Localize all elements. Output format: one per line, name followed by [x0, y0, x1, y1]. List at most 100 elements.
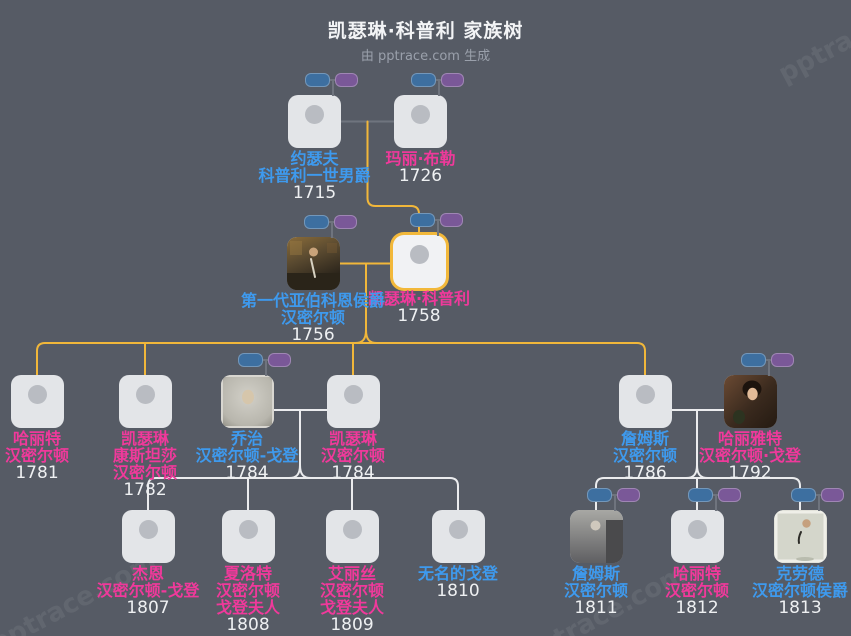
person-silhouette-avatar[interactable] [326, 375, 380, 428]
add-male-relative-button[interactable] [237, 353, 263, 367]
person-name: 詹姆斯汉密尔顿 [563, 564, 629, 600]
person-birth-year: 1758 [397, 306, 441, 326]
person-mary-buller: 玛丽·布勒 1726 [385, 73, 464, 186]
person-labels: 哈丽特汉密尔顿 1812 [665, 565, 729, 618]
person-labels: 夏洛特汉密尔顿戈登夫人 1808 [216, 565, 280, 635]
person-name: 约瑟夫科普利一世男爵 [258, 149, 371, 185]
add-female-relative-button[interactable] [616, 488, 640, 502]
person-catherine-copley: 凯瑟琳·科普利 1758 [368, 213, 470, 326]
person-silhouette-avatar[interactable] [431, 510, 485, 563]
add-relative-controls [687, 488, 741, 511]
person-jane-hamilton-gordon: 杰恩汉密尔顿-戈登 1807 [97, 510, 199, 618]
person-labels: 杰恩汉密尔顿-戈登 1807 [97, 565, 200, 618]
person-birth-year: 1813 [778, 598, 822, 618]
person-name: 哈丽雅特汉密尔顿·戈登 [698, 429, 802, 465]
person-name: 凯瑟琳汉密尔顿 [320, 429, 386, 465]
person-catherine-1784: 凯瑟琳汉密尔顿 1784 [321, 375, 385, 483]
person-birth-year: 1781 [15, 463, 59, 483]
person-portrait-hamilton-1756[interactable] [286, 237, 340, 290]
add-relative-controls [411, 73, 464, 96]
person-name: 哈丽特汉密尔顿 [664, 564, 730, 600]
person-birth-year: 1782 [123, 480, 167, 500]
person-name: 艾丽丝汉密尔顿戈登夫人 [319, 564, 385, 617]
person-birth-year: 1810 [436, 581, 480, 601]
add-female-relative-button[interactable] [717, 488, 741, 502]
add-relative-controls [303, 215, 357, 238]
person-labels: 第一代亚伯科恩侯爵汉密尔顿 1756 [241, 292, 385, 345]
add-male-relative-button[interactable] [303, 215, 329, 229]
person-portrait-claude[interactable] [773, 510, 827, 563]
person-silhouette-avatar[interactable] [670, 510, 724, 563]
pills-connector-line [764, 359, 773, 376]
person-birth-year: 1756 [291, 325, 335, 345]
add-female-relative-button[interactable] [770, 353, 794, 367]
add-female-relative-button[interactable] [333, 215, 357, 229]
add-relative-controls [305, 73, 358, 96]
page-title: 凯瑟琳·科普利 家族树 [327, 20, 524, 42]
add-female-relative-button[interactable] [441, 73, 464, 87]
add-male-relative-button[interactable] [790, 488, 816, 502]
person-alice: 艾丽丝汉密尔顿戈登夫人 1809 [320, 510, 384, 635]
person-joseph-copley: 约瑟夫科普利一世男爵 1715 [258, 73, 371, 203]
person-labels: 艾丽丝汉密尔顿戈登夫人 1809 [320, 565, 384, 635]
person-portrait-james-1811[interactable] [569, 510, 623, 563]
add-male-relative-button[interactable] [687, 488, 713, 502]
add-female-relative-button[interactable] [335, 73, 358, 87]
person-silhouette-avatar[interactable] [221, 510, 275, 563]
person-silhouette-avatar[interactable] [392, 235, 446, 288]
person-silhouette-avatar[interactable] [10, 375, 64, 428]
pills-connector-line [610, 494, 619, 511]
person-labels: 克劳德汉密尔顿侯爵 1813 [752, 565, 848, 618]
pills-connector-line [433, 219, 442, 236]
person-silhouette-avatar[interactable] [618, 375, 672, 428]
person-birth-year: 1784 [225, 463, 269, 483]
add-relative-controls [790, 488, 844, 511]
person-portrait-george-hamilton-gordon[interactable] [220, 375, 274, 428]
add-female-relative-button[interactable] [267, 353, 291, 367]
person-name: 克劳德汉密尔顿侯爵 [751, 564, 849, 600]
person-silhouette-avatar[interactable] [325, 510, 379, 563]
add-male-relative-button[interactable] [411, 73, 436, 87]
person-name: 夏洛特汉密尔顿戈登夫人 [215, 564, 281, 617]
person-name: 第一代亚伯科恩侯爵汉密尔顿 [240, 291, 386, 327]
person-birth-year: 1786 [623, 463, 667, 483]
person-silhouette-avatar[interactable] [118, 375, 172, 428]
add-male-relative-button[interactable] [586, 488, 612, 502]
person-labels: 哈丽特汉密尔顿 1781 [5, 430, 69, 483]
add-male-relative-button[interactable] [409, 213, 435, 227]
person-labels: 凯瑟琳·科普利 1758 [368, 290, 470, 326]
add-male-relative-button[interactable] [740, 353, 766, 367]
person-birth-year: 1715 [292, 183, 337, 203]
person-catherine-constance: 凯瑟琳康斯坦莎汉密尔顿 1782 [113, 375, 177, 500]
person-labels: 无名的戈登 1810 [418, 565, 498, 601]
person-labels: 乔治汉密尔顿-戈登 1784 [196, 430, 299, 483]
person-harriet-1792: 哈丽雅特汉密尔顿·戈登 1792 [699, 353, 801, 483]
person-george-hamilton-gordon: 乔治汉密尔顿-戈登 1784 [196, 353, 298, 483]
add-relative-controls [586, 488, 640, 511]
pills-connector-line [435, 79, 443, 96]
generator-credit: 由 pptrace.com 生成 [360, 49, 491, 64]
person-silhouette-avatar[interactable] [394, 95, 447, 148]
add-male-relative-button[interactable] [305, 73, 330, 87]
person-james-1786: 詹姆斯汉密尔顿 1786 [613, 375, 677, 483]
person-silhouette-avatar[interactable] [121, 510, 175, 563]
person-name: 乔治汉密尔顿-戈登 [195, 429, 299, 465]
pills-connector-line [329, 79, 337, 96]
pills-connector-line [327, 221, 336, 238]
person-labels: 玛丽·布勒 1726 [385, 150, 455, 186]
person-birth-year: 1808 [226, 615, 270, 635]
person-silhouette-avatar[interactable] [288, 95, 341, 148]
person-portrait-harriet-1792[interactable] [723, 375, 777, 428]
person-labels: 凯瑟琳汉密尔顿 1784 [321, 430, 385, 483]
person-name: 哈丽特汉密尔顿 [4, 429, 70, 465]
add-relative-controls [409, 213, 463, 236]
person-name: 玛丽·布勒 [385, 149, 456, 168]
add-female-relative-button[interactable] [820, 488, 844, 502]
pills-connector-line [814, 494, 823, 511]
person-labels: 哈丽雅特汉密尔顿·戈登 1792 [699, 430, 801, 483]
add-female-relative-button[interactable] [439, 213, 463, 227]
person-james-1811: 詹姆斯汉密尔顿 1811 [564, 488, 640, 618]
person-claude: 克劳德汉密尔顿侯爵 1813 [752, 488, 848, 618]
